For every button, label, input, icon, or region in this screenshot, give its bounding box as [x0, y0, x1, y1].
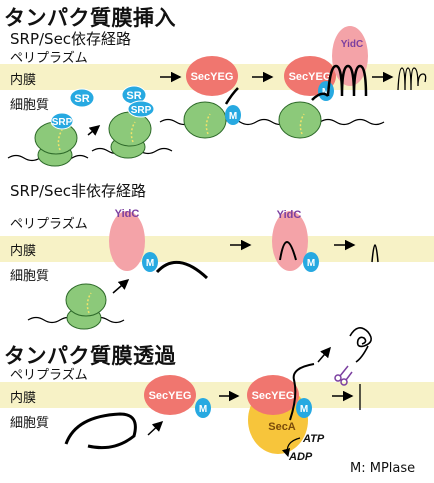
mplase-marker: M — [225, 105, 241, 125]
insertion-title: タンパク質膜挿入 — [4, 6, 176, 30]
periplasm-label: ペリプラズム — [10, 368, 88, 383]
yidc-insertase: YidC — [332, 26, 368, 86]
m-label: M — [300, 404, 308, 415]
m-label: M — [199, 404, 207, 415]
yidc-label: YidC — [341, 39, 363, 50]
arrow — [147, 420, 164, 436]
yidc-insertase: YidC — [109, 208, 145, 271]
translocation-title: タンパク質膜透過 — [4, 344, 176, 368]
substrate-chain — [155, 261, 209, 280]
m-label: M — [146, 258, 154, 269]
mplase-marker: M — [296, 398, 312, 418]
atp-hydrolysis-arrow — [281, 437, 301, 458]
nascent-chain — [311, 92, 329, 101]
m-label: M — [307, 258, 315, 269]
ribosome — [278, 101, 322, 139]
ribosome — [65, 283, 107, 330]
sr-receptor: SR — [121, 85, 147, 105]
non-srp-pathway-title: SRP/Sec非依存経路 — [10, 182, 147, 200]
inner-membrane-label: 内膜 — [10, 73, 37, 88]
scissors-icon — [334, 365, 353, 386]
periplasm-label: ペリプラズム — [10, 51, 88, 66]
arrow — [112, 279, 130, 294]
inserted-hairpin — [279, 241, 297, 261]
secyeg-label: SecYEG — [149, 390, 192, 402]
m-label: M — [229, 111, 237, 122]
srp-label: SRP — [131, 105, 152, 116]
atp-label: ATP — [302, 433, 325, 445]
cytoplasm-label: 細胞質 — [10, 98, 50, 113]
translocating-chain — [289, 363, 315, 421]
inserted-membrane-protein — [371, 244, 379, 263]
sr-receptor: SR — [69, 88, 95, 108]
ribosome — [34, 121, 78, 167]
inner-membrane-band-non-srp — [0, 236, 434, 262]
srp-label: SRP — [52, 117, 73, 128]
m-label: M — [322, 87, 330, 98]
cytoplasm-label: 細胞質 — [10, 416, 50, 431]
arrow — [87, 125, 101, 136]
mature-protein-spiral — [349, 327, 372, 363]
nascent-chain — [224, 87, 239, 105]
yidc-insertase: YidC — [272, 209, 308, 271]
yidc-label: YidC — [277, 209, 302, 221]
secyeg-translocon: SecYEG — [247, 375, 299, 415]
cytoplasm-label: 細胞質 — [10, 269, 50, 284]
secyeg-label: SecYEG — [252, 390, 295, 402]
adp-label: ADP — [288, 451, 313, 463]
sr-label: SR — [74, 93, 89, 105]
mplase-marker: M — [195, 398, 211, 418]
yidc-label: YidC — [115, 208, 140, 220]
inner-membrane-label: 内膜 — [10, 391, 37, 406]
sr-label: SR — [126, 90, 141, 102]
inner-membrane-band-translocation — [0, 382, 434, 408]
ribosome — [108, 111, 152, 159]
ribosome — [183, 101, 227, 139]
srp-particle: SRP — [127, 100, 155, 118]
secyeg-label: SecYEG — [191, 71, 234, 83]
mplase-marker: M — [303, 252, 319, 272]
transmembrane-helices — [326, 64, 368, 97]
mplase-marker: M — [142, 252, 158, 272]
secyeg-translocon: SecYEG — [186, 56, 238, 96]
srp-pathway-title: SRP/Sec依存経路 — [10, 30, 132, 48]
mplase-marker: M — [318, 81, 334, 101]
seca-label: SecA — [268, 421, 296, 433]
secyeg-translocon: SecYEG — [144, 375, 196, 415]
srp-particle: SRP — [50, 112, 74, 130]
inserted-membrane-protein — [397, 67, 427, 91]
periplasm-label: ペリプラズム — [10, 217, 88, 232]
mplase-legend: M: MPlase — [350, 461, 416, 476]
arrow — [317, 346, 331, 363]
preprotein-chain — [64, 412, 137, 450]
secyeg-label: SecYEG — [289, 71, 332, 83]
inner-membrane-label: 内膜 — [10, 244, 37, 259]
